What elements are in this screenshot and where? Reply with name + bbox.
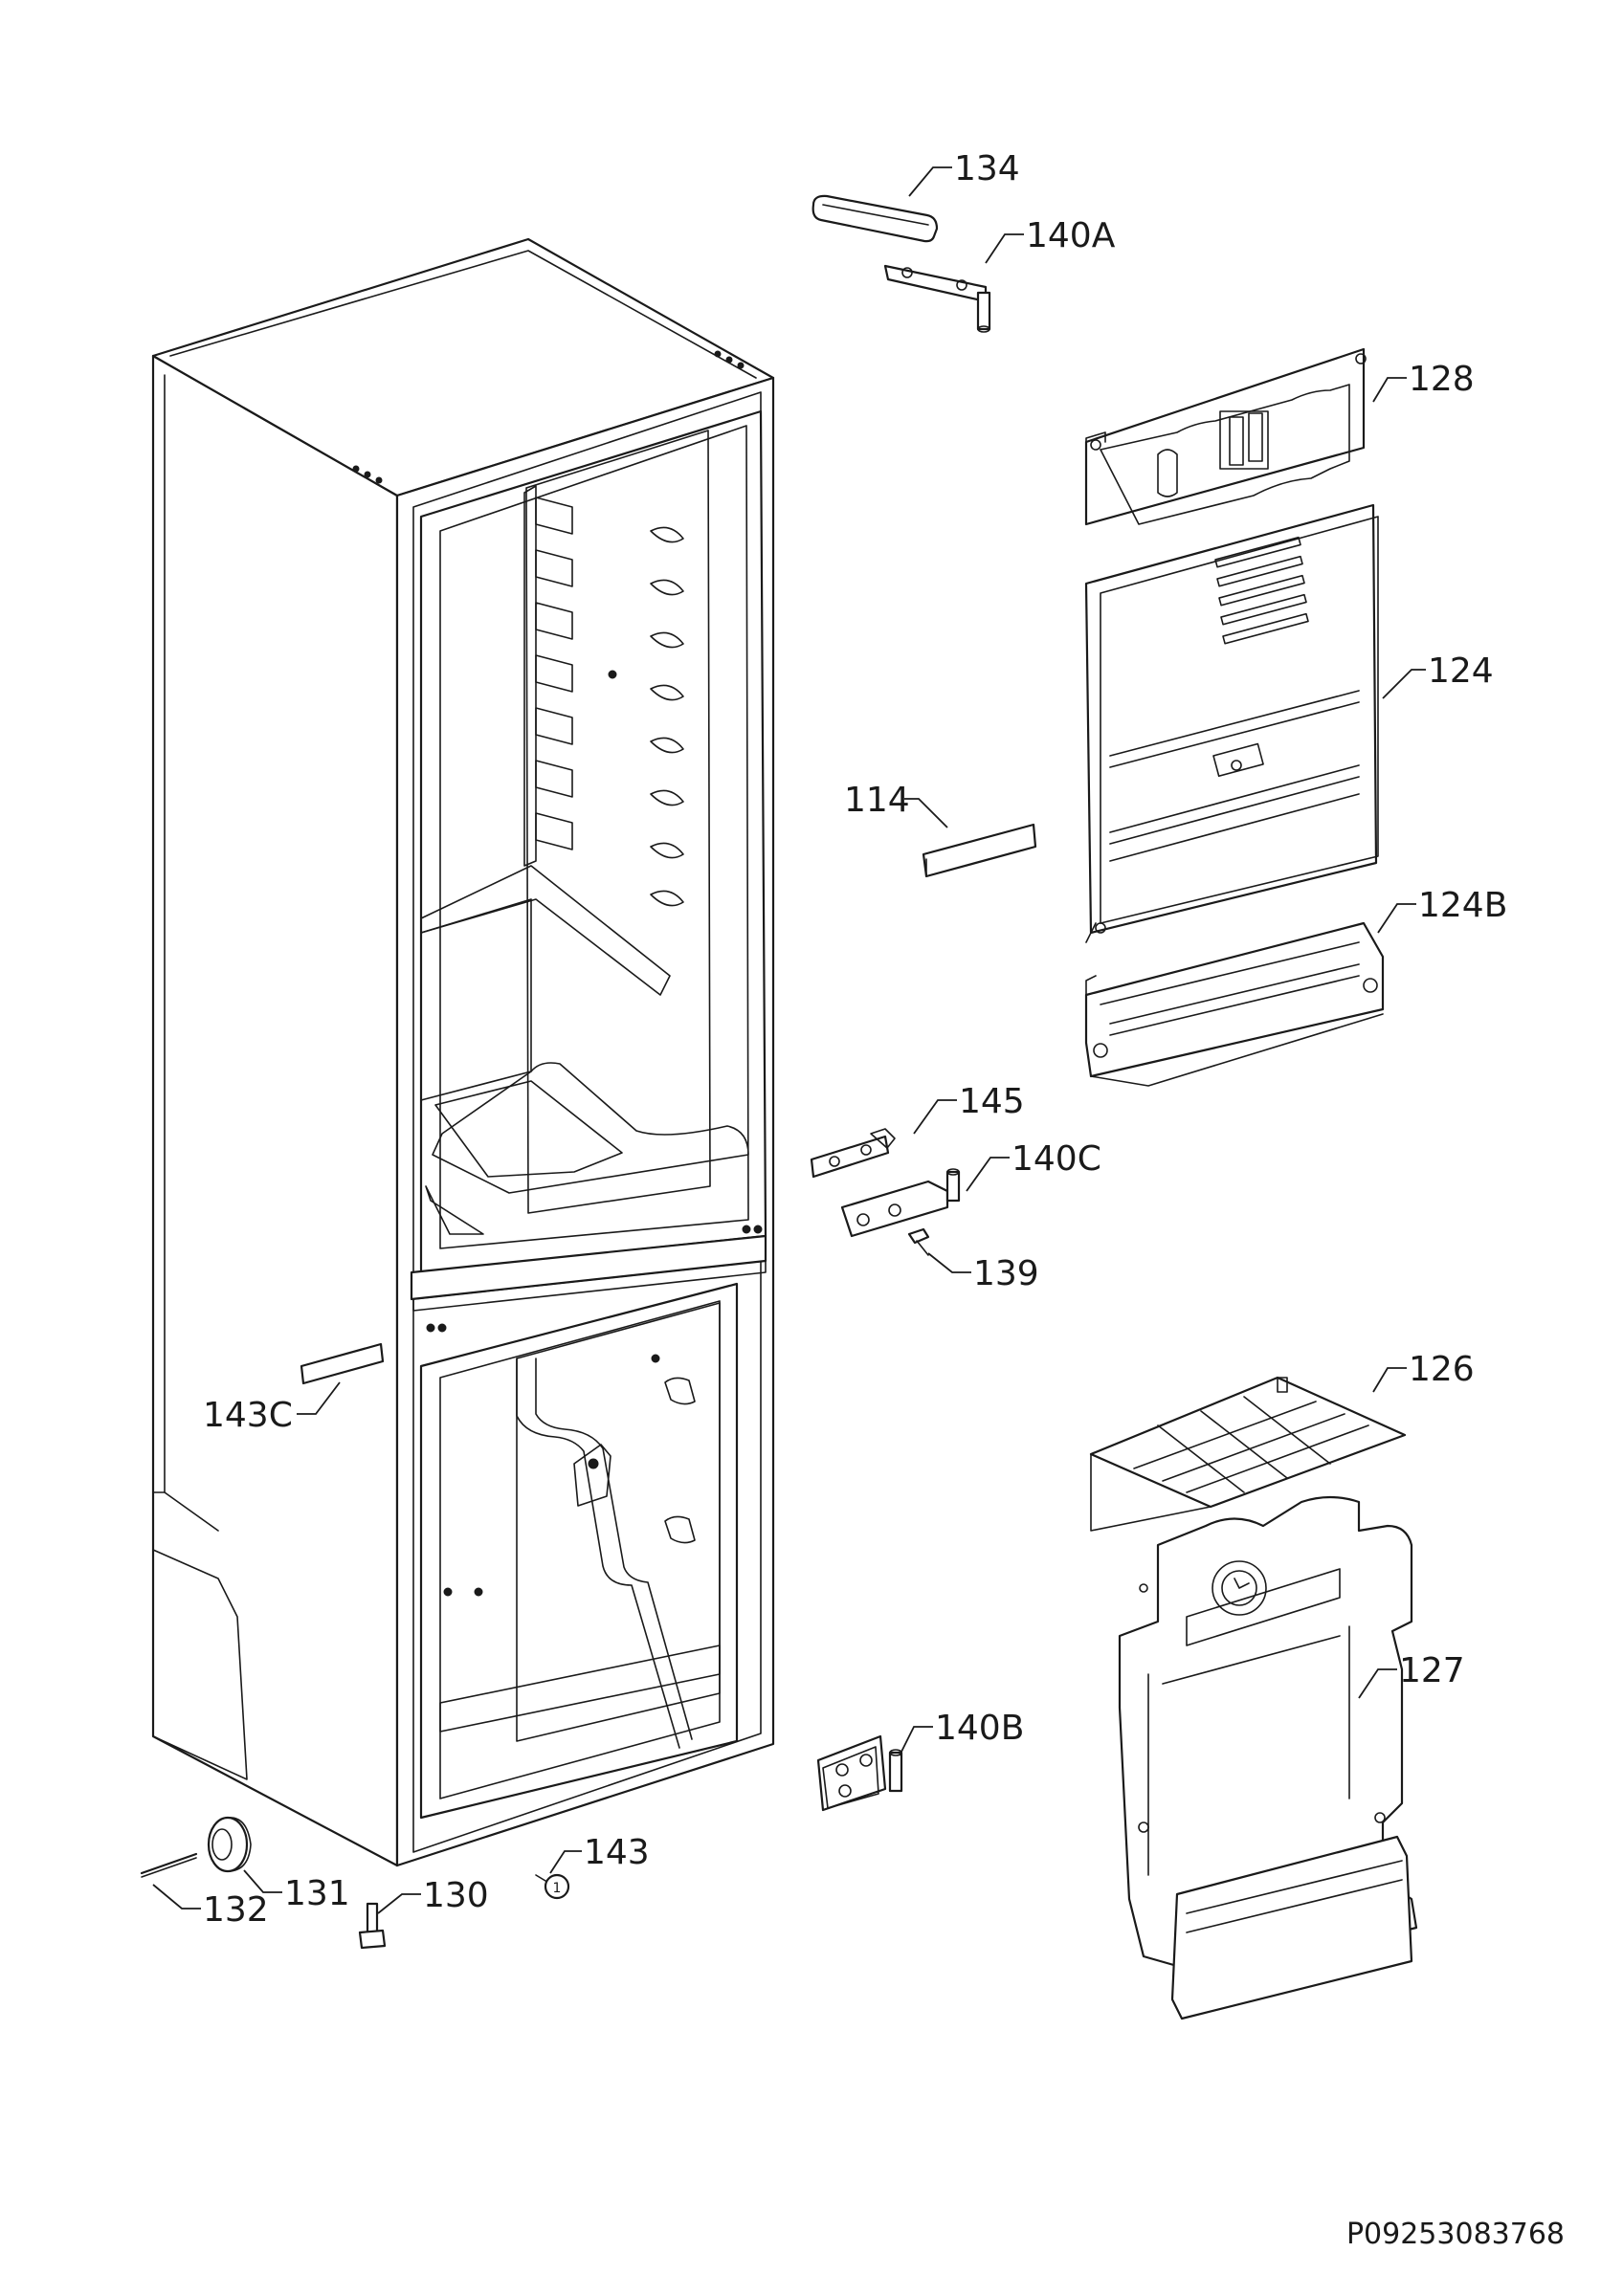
part-130-foot: [358, 1902, 387, 1950]
callout-140C: 140C: [1012, 1139, 1101, 1179]
callout-130: 130: [423, 1876, 489, 1915]
callout-127: 127: [1399, 1651, 1465, 1690]
callout-134: 134: [954, 149, 1020, 188]
part-145-hinge-bracket: [810, 1128, 896, 1179]
callout-140A: 140A: [1026, 216, 1116, 255]
part-139-screw: [907, 1227, 930, 1256]
callout-126: 126: [1409, 1350, 1475, 1389]
part-134-hinge-cover: [812, 194, 939, 243]
callout-124: 124: [1428, 651, 1494, 691]
callout-145: 145: [959, 1082, 1025, 1121]
part-143-cap: 1: [535, 1873, 570, 1900]
leader-lines: [152, 166, 1426, 1914]
refrigerator-cabinet: [151, 237, 775, 1867]
callout-131: 131: [284, 1874, 350, 1913]
vent-slots: [1214, 536, 1309, 645]
part-132-axle: [140, 1852, 198, 1878]
part-140A-top-hinge: [883, 264, 991, 333]
callout-128: 128: [1409, 360, 1475, 399]
part-128-control-housing: [1084, 347, 1367, 526]
part-140C-middle-hinge: [840, 1168, 961, 1238]
part-140B-bottom-hinge: [816, 1734, 903, 1812]
callout-labels: 134 140A 128 124 114 124B 145 140C 139 1…: [203, 149, 1507, 1930]
part-143C-label: [300, 1342, 385, 1385]
callout-124B: 124B: [1418, 886, 1507, 925]
callout-132: 132: [203, 1890, 269, 1930]
shelf-support-left: [535, 497, 573, 850]
part-126-freezer-shelf: [1089, 1376, 1407, 1532]
callout-139: 139: [973, 1254, 1039, 1293]
callout-140B: 140B: [935, 1709, 1024, 1748]
callout-114: 114: [844, 781, 910, 820]
part-127-freezer-drawer: [1118, 1495, 1418, 2020]
document-reference: P09253083768: [1346, 2218, 1565, 2251]
part-114-trim-strip: [922, 823, 1037, 878]
shelf-support-right: [650, 526, 684, 907]
part-124-rear-panel: [1084, 503, 1379, 943]
part-124B-lower-cover: [1084, 921, 1385, 1087]
svg-text:1: 1: [553, 1881, 562, 1896]
callout-143: 143: [584, 1833, 650, 1872]
callout-143C: 143C: [203, 1396, 293, 1435]
part-131-wheel: [207, 1816, 252, 1873]
